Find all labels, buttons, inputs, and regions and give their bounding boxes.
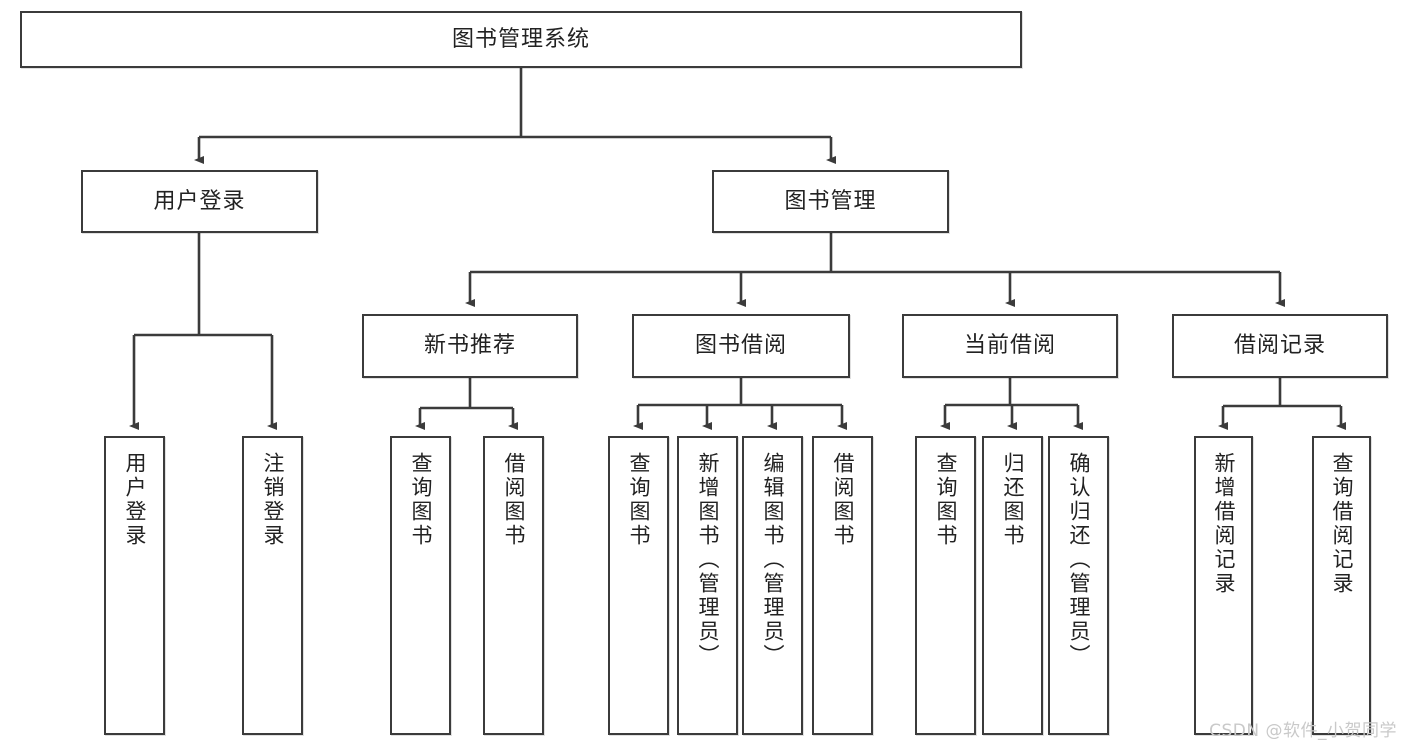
node-book-borrow-label: 图书借阅 xyxy=(694,333,787,359)
node-user-login[interactable]: 用户登录 xyxy=(81,170,318,233)
node-root[interactable]: 图书管理系统 xyxy=(20,11,1022,68)
leaf-borrow-record-2[interactable]: 查询借阅记录 xyxy=(1312,436,1371,735)
leaf-book-borrow-2-label: 新增图书（管理员） xyxy=(696,452,720,668)
leaf-user-login-1[interactable]: 用户登录 xyxy=(104,436,165,735)
leaf-book-borrow-2[interactable]: 新增图书（管理员） xyxy=(677,436,738,735)
leaf-book-borrow-3[interactable]: 编辑图书（管理员） xyxy=(742,436,803,735)
node-book-borrow[interactable]: 图书借阅 xyxy=(632,314,850,378)
leaf-current-borrow-3-label: 确认归还（管理员） xyxy=(1067,452,1091,668)
leaf-user-login-1-label: 用户登录 xyxy=(123,452,147,548)
leaf-user-login-2[interactable]: 注销登录 xyxy=(242,436,303,735)
node-new-book-recommend[interactable]: 新书推荐 xyxy=(362,314,578,378)
leaf-book-borrow-1[interactable]: 查询图书 xyxy=(608,436,669,735)
node-book-management-label: 图书管理 xyxy=(784,188,877,214)
leaf-new-book-2[interactable]: 借阅图书 xyxy=(483,436,544,735)
leaf-book-borrow-4-label: 借阅图书 xyxy=(831,452,855,548)
leaf-borrow-record-1[interactable]: 新增借阅记录 xyxy=(1194,436,1253,735)
leaf-user-login-2-label: 注销登录 xyxy=(261,452,285,548)
leaf-current-borrow-3[interactable]: 确认归还（管理员） xyxy=(1048,436,1109,735)
leaf-current-borrow-2[interactable]: 归还图书 xyxy=(982,436,1043,735)
node-borrow-record[interactable]: 借阅记录 xyxy=(1172,314,1388,378)
leaf-book-borrow-3-label: 编辑图书（管理员） xyxy=(761,452,785,668)
leaf-book-borrow-4[interactable]: 借阅图书 xyxy=(812,436,873,735)
leaf-current-borrow-1-label: 查询图书 xyxy=(934,452,958,548)
leaf-new-book-2-label: 借阅图书 xyxy=(502,452,526,548)
node-current-borrow[interactable]: 当前借阅 xyxy=(902,314,1118,378)
node-user-login-label: 用户登录 xyxy=(153,188,246,214)
node-root-label: 图书管理系统 xyxy=(451,26,590,52)
leaf-current-borrow-2-label: 归还图书 xyxy=(1001,452,1025,548)
csdn-watermark: CSDN @软件_小贺同学 xyxy=(1209,721,1397,741)
node-book-management[interactable]: 图书管理 xyxy=(712,170,949,233)
leaf-book-borrow-1-label: 查询图书 xyxy=(627,452,651,548)
node-new-book-recommend-label: 新书推荐 xyxy=(423,333,516,359)
node-borrow-record-label: 借阅记录 xyxy=(1233,333,1326,359)
leaf-borrow-record-2-label: 查询借阅记录 xyxy=(1330,452,1354,596)
leaf-new-book-1-label: 查询图书 xyxy=(409,452,433,548)
leaf-new-book-1[interactable]: 查询图书 xyxy=(390,436,451,735)
node-current-borrow-label: 当前借阅 xyxy=(963,333,1056,359)
leaf-current-borrow-1[interactable]: 查询图书 xyxy=(915,436,976,735)
leaf-borrow-record-1-label: 新增借阅记录 xyxy=(1212,452,1236,596)
